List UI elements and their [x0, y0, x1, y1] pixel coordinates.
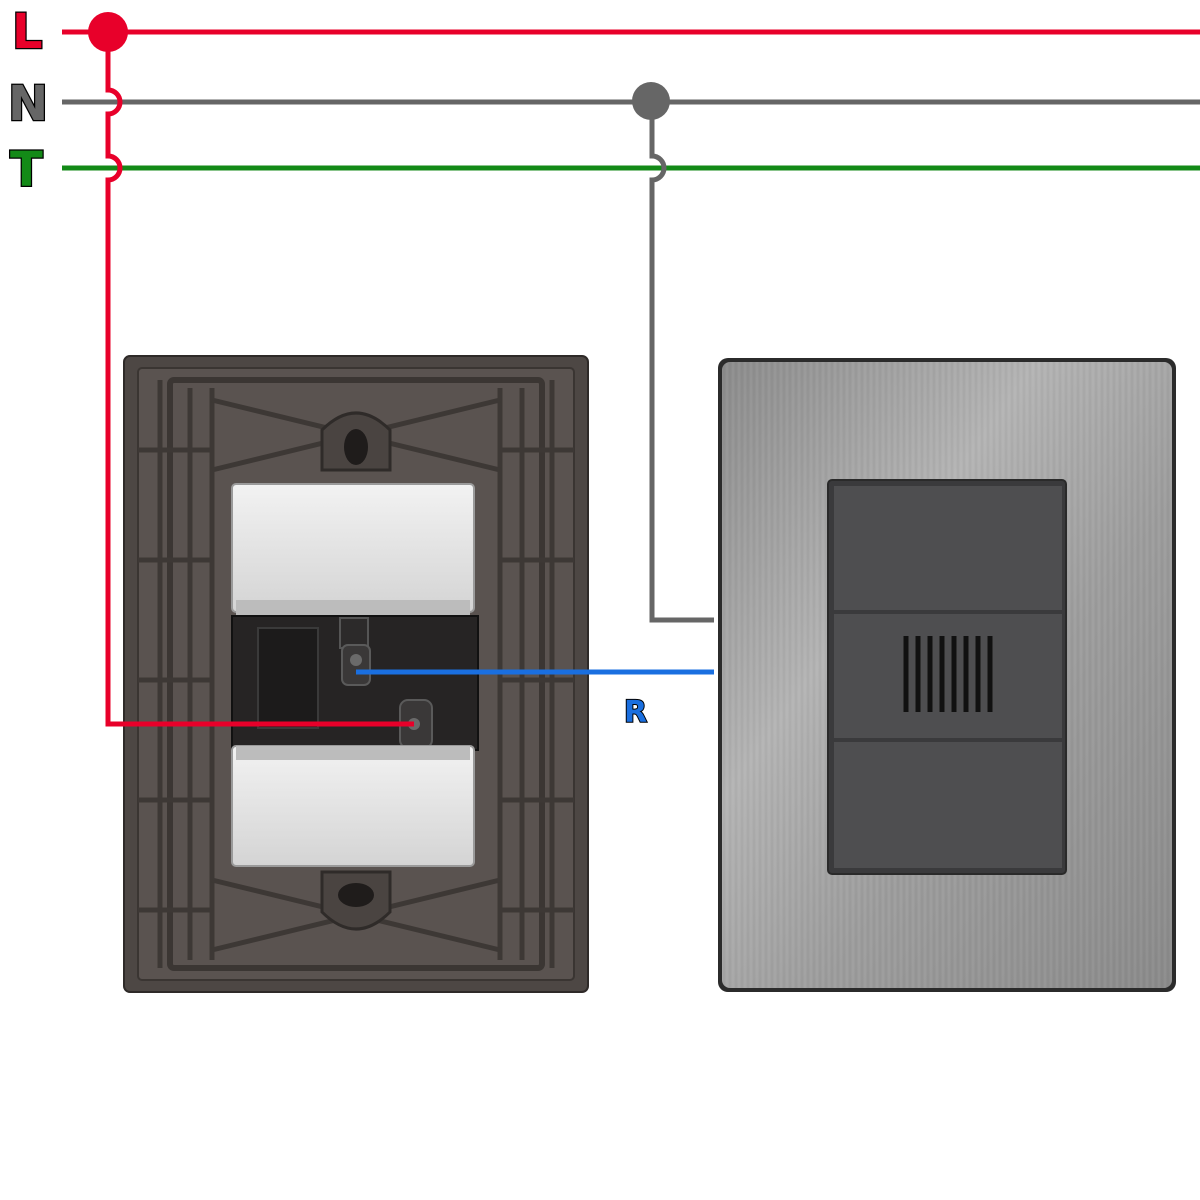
top-screw-lug — [320, 411, 392, 472]
bus-labels: L N T — [7, 3, 50, 200]
line-drop-wire — [105, 32, 414, 727]
line-junction-dot — [88, 12, 128, 52]
upper-blank-module — [231, 483, 475, 618]
bell-front-plate — [718, 358, 1176, 992]
line-label: L — [12, 4, 43, 60]
bottom-blank-key — [834, 742, 1062, 868]
neutral-drop-wire — [649, 102, 714, 623]
neutral-junction-dot — [632, 82, 670, 120]
bottom-screw-lug — [320, 870, 392, 931]
return-label: R — [624, 695, 647, 730]
bus-bars — [62, 29, 1200, 171]
neutral-label: N — [8, 76, 48, 132]
buzzer-grille — [903, 636, 993, 712]
lower-blank-module — [231, 745, 475, 867]
buzzer-module — [834, 614, 1062, 738]
top-blank-key — [834, 486, 1062, 610]
return-terminal — [350, 654, 362, 666]
earth-label: T — [10, 142, 43, 198]
switch-mechanism — [231, 615, 479, 751]
